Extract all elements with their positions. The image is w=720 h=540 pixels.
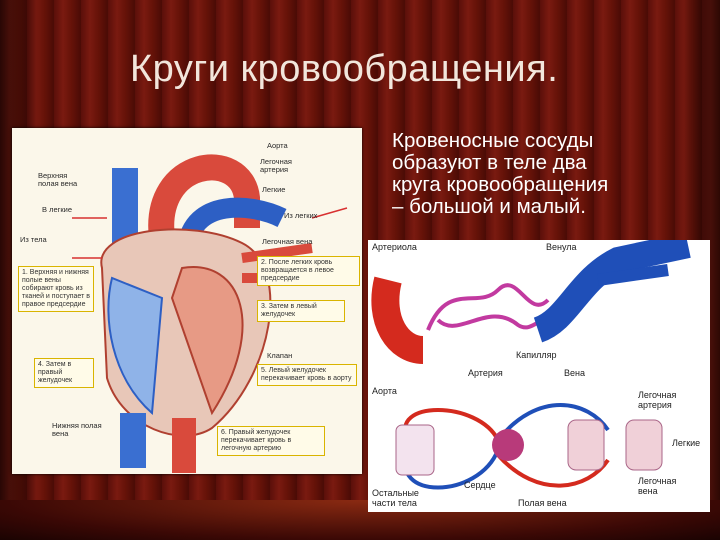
label-artery: Артерия (468, 368, 503, 378)
label-venule: Венула (546, 242, 577, 252)
label-valve: Клапан (267, 351, 293, 360)
step-6: 6. Правый желудочек перекачивает кровь в… (217, 426, 325, 456)
label-circ-vena-cava: Полая вена (518, 498, 567, 508)
label-circ-pulmonary-artery: Легочная артерия (638, 390, 677, 410)
heart-illustration (72, 154, 348, 473)
heart-diagram: Аорта Легочная артерия Легкие Из легких … (12, 128, 362, 474)
label-from-lungs: Из легких (284, 211, 318, 220)
label-circ-heart: Сердце (464, 480, 496, 490)
label-inferior-vena-cava: Нижняя полая вена (52, 421, 102, 438)
label-vein: Вена (564, 368, 585, 378)
label-pulmonary-artery: Легочная артерия (260, 157, 292, 174)
label-circ-rest-of-body: Остальные части тела (372, 488, 419, 508)
label-aorta: Аорта (267, 141, 288, 150)
slide-title: Круги кровообращения. (130, 48, 559, 90)
vessels-circulation-diagram: Артериола Венула Капилляр Артерия Вена А… (368, 232, 710, 512)
label-arteriole: Артериола (372, 242, 417, 252)
body-line: круга кровообращения (392, 173, 609, 196)
step-5: 5. Левый желудочек перекачивает кровь в … (257, 364, 357, 386)
label-capillary: Капилляр (516, 350, 557, 360)
label-lungs: Легкие (262, 185, 286, 194)
label-superior-vena-cava: Верхняя полая вена (38, 171, 78, 188)
vessels-illustration (371, 232, 691, 490)
label-circ-aorta: Аорта (372, 386, 397, 396)
body-line: – большой и малый. (392, 195, 586, 218)
step-2: 2. После легких кровь возвращается в лев… (257, 256, 360, 286)
label-to-lungs: В легкие (42, 205, 73, 214)
label-pulmonary-vein: Легочная вена (262, 237, 313, 246)
body-line: образуют в теле два (392, 151, 587, 174)
label-circ-lungs: Легкие (672, 438, 701, 448)
slide-body-text: Кровеносные сосуды образуют в теле два к… (392, 130, 702, 218)
step-1: 1. Верхняя и нижняя полые вены собирают … (18, 266, 94, 312)
label-circ-pulmonary-vein: Легочная вена (638, 476, 677, 496)
step-3: 3. Затем в левый желудочек (257, 300, 345, 322)
label-from-body: Из тела (20, 235, 47, 244)
body-line: Кровеносные сосуды (392, 129, 594, 152)
step-4: 4. Затем в правый желудочек (34, 358, 94, 388)
